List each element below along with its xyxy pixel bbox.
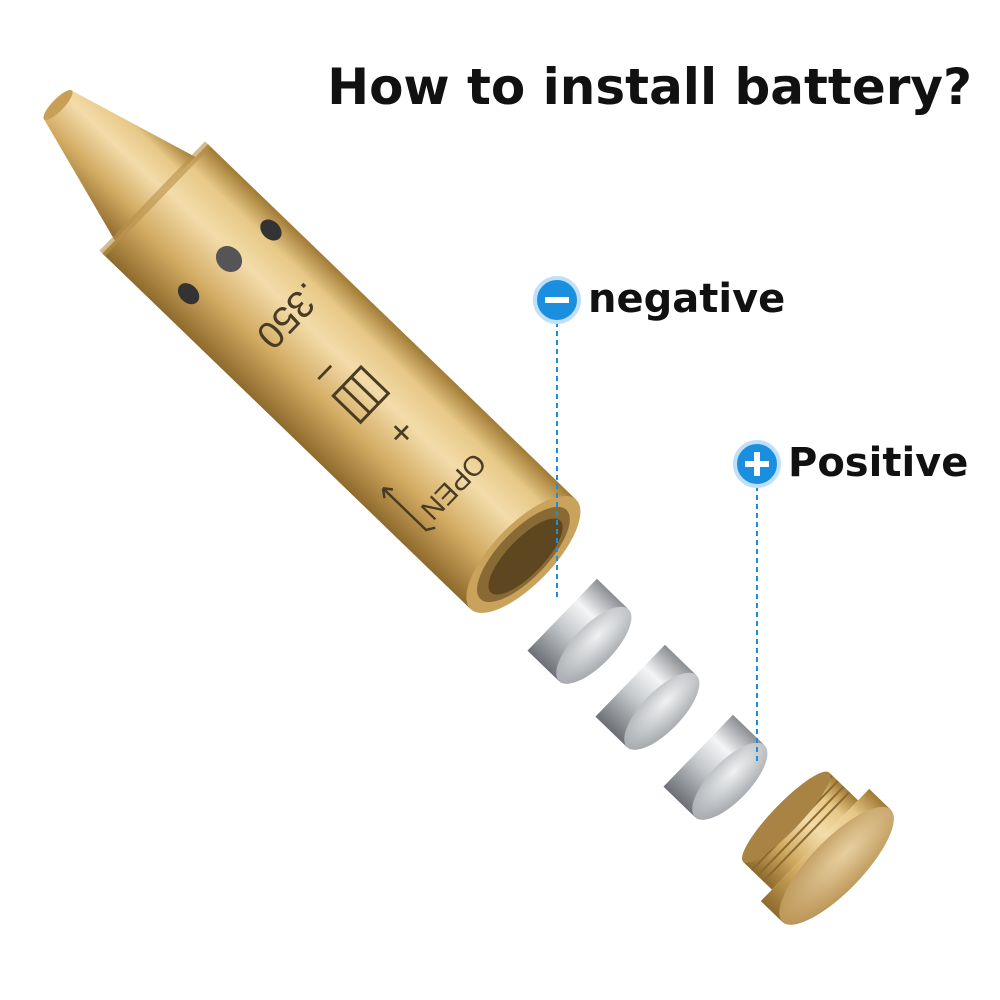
battery	[527, 578, 632, 684]
vent-hole	[177, 283, 200, 305]
open-arrow-icon	[381, 487, 436, 532]
battery	[595, 644, 700, 750]
bore-sight-bullet: .350 − + OPEN	[43, 90, 581, 613]
page-title: How to install battery?	[327, 58, 972, 116]
negative-label: negative	[588, 276, 786, 322]
vent-hole	[215, 246, 243, 273]
end-cap	[741, 771, 894, 925]
positive-label: Positive	[788, 440, 969, 486]
plus-circle-icon	[733, 440, 781, 488]
battery	[663, 714, 768, 820]
bullet-nose	[44, 90, 196, 241]
minus-circle-icon	[533, 276, 581, 324]
battery-symbol	[331, 364, 391, 425]
vent-hole	[260, 219, 282, 241]
